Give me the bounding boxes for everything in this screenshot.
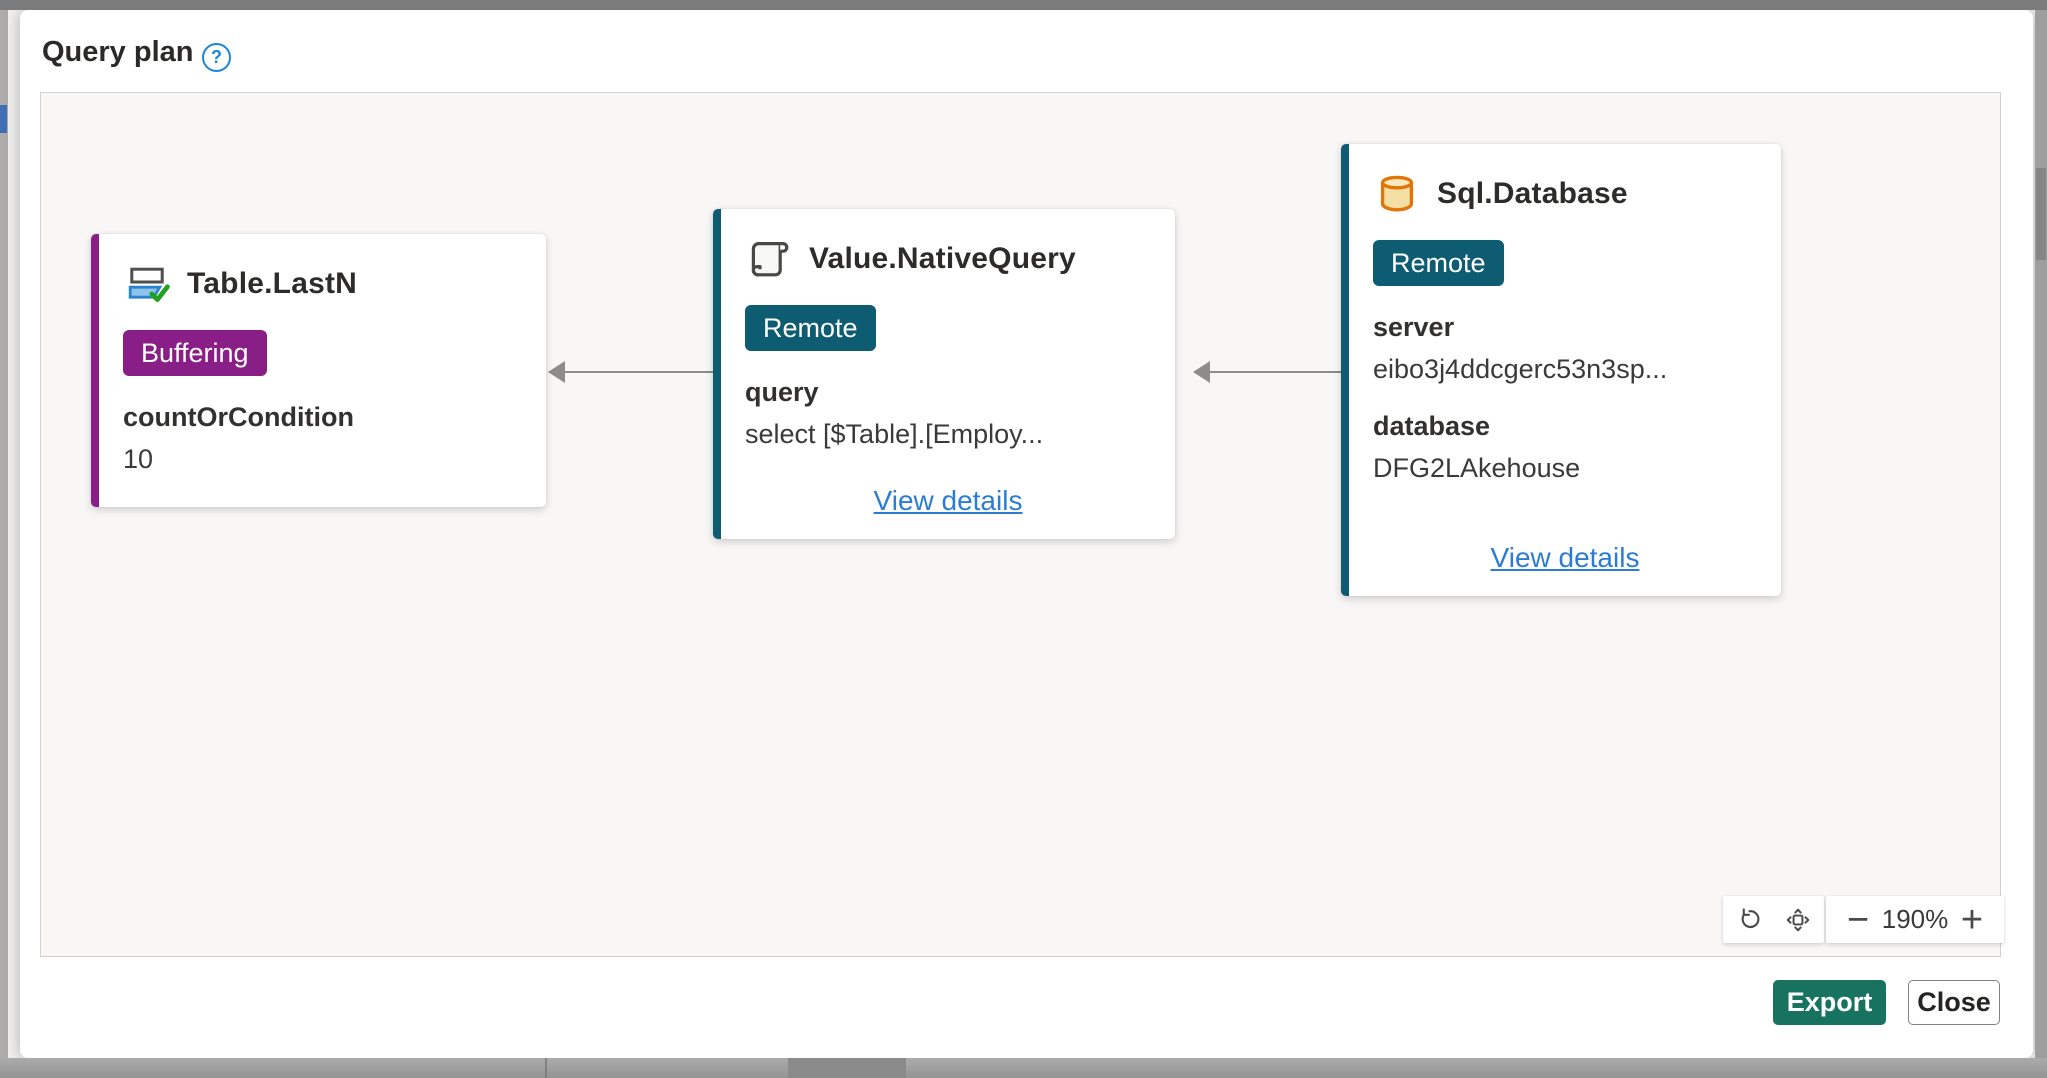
node-title: Table.LastN [187,267,358,300]
fit-to-screen-icon [1784,906,1812,934]
field-label: countOrCondition [123,402,354,432]
node-title: Sql.Database [1437,177,1628,210]
query-plan-node-value-nativequery[interactable]: Value.NativeQuery Remote query select [$… [713,209,1175,539]
horizontal-scrollbar-divider [545,1058,547,1078]
field-value: select [$Table].[Employ... [745,419,1044,449]
node-accent-bar [713,209,721,539]
database-icon [1373,170,1421,218]
view-details-link[interactable]: View details [873,485,1023,516]
horizontal-scrollbar-thumb[interactable] [788,1058,906,1078]
edge-sqldatabase-to-nativequery [1193,361,1342,383]
close-button[interactable]: Close [1908,980,2000,1025]
fit-to-screen-button[interactable] [1776,896,1820,943]
zoom-out-button[interactable]: − [1838,896,1878,943]
canvas-view-toolbar [1723,896,1824,943]
remote-badge: Remote [745,305,876,351]
field-label: query [745,377,819,407]
node-title: Value.NativeQuery [809,242,1076,275]
query-plan-dialog: Query plan ? [20,10,2033,1058]
node-accent-bar [1341,144,1349,596]
query-plan-canvas[interactable]: Table.LastN Buffering countOrCondition 1… [40,92,2004,957]
zoom-level: 190% [1881,904,1949,934]
keep-bottom-rows-icon [123,260,171,308]
field-label: database [1373,411,1491,441]
field-value: eibo3j4ddcgerc53n3sp... [1373,354,1668,384]
reset-view-button[interactable] [1727,896,1771,943]
browser-horizontal-scrollbar[interactable] [0,1058,2047,1078]
reset-view-icon [1736,906,1763,933]
arrowhead-icon [548,361,565,383]
vertical-scrollbar-thumb[interactable] [2036,168,2046,260]
query-plan-node-table-lastn[interactable]: Table.LastN Buffering countOrCondition 1… [91,234,546,507]
dialog-footer: Export Close [1773,980,2000,1025]
zoom-toolbar: − 190% + [1826,896,2004,943]
help-icon[interactable]: ? [202,43,231,72]
query-plan-node-sql-database[interactable]: Sql.Database Remote server eibo3j4ddcger… [1341,144,1781,596]
dialog-title: Query plan [42,36,194,68]
export-button[interactable]: Export [1773,980,1886,1025]
window-top-edge [0,0,2047,10]
edge-nativequery-to-lastn [548,361,714,383]
field-value: DFG2LAkehouse [1373,453,1581,483]
field-value: 10 [123,444,154,474]
remote-badge: Remote [1373,240,1504,286]
zoom-in-button[interactable]: + [1952,896,1992,943]
node-accent-bar [91,234,99,507]
script-scroll-icon [745,235,793,283]
arrowhead-icon [1193,361,1210,383]
buffering-badge: Buffering [123,330,267,376]
browser-vertical-scrollbar[interactable] [2035,10,2047,1058]
background-app-edge [0,10,8,1058]
view-details-link[interactable]: View details [1490,542,1640,573]
background-accent [0,105,7,133]
field-label: server [1373,312,1455,342]
